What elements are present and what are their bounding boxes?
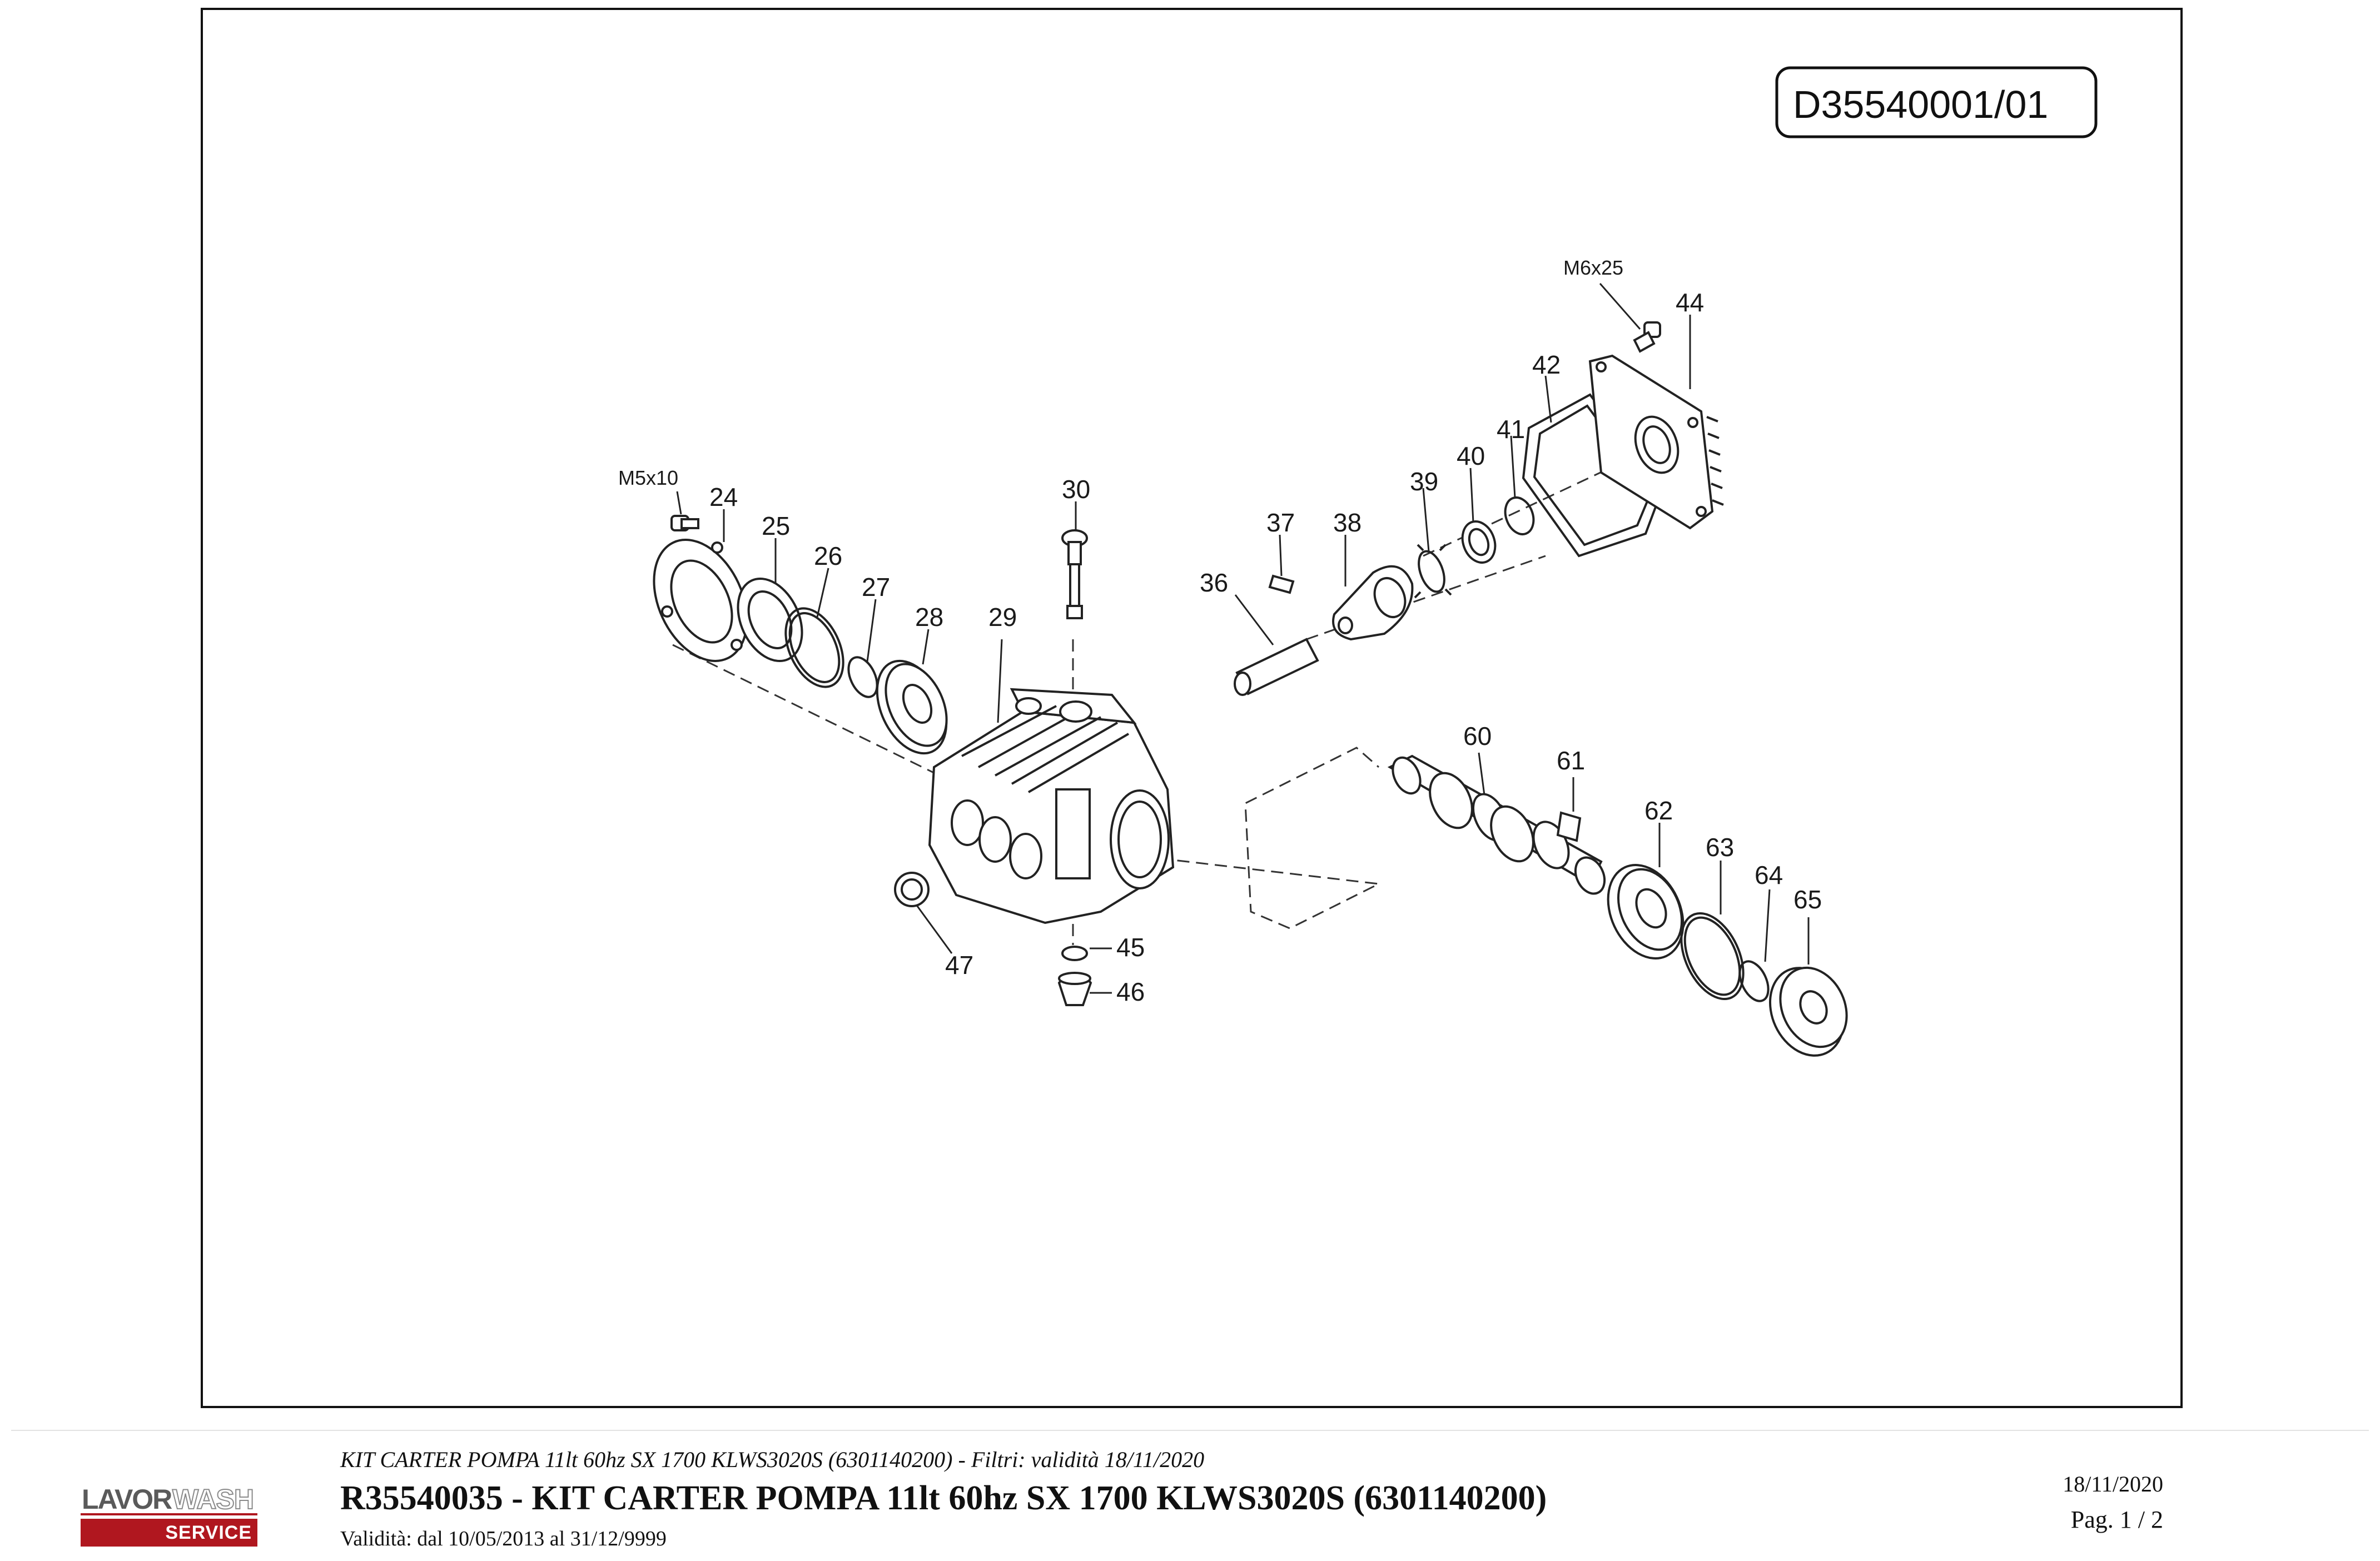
label-part-61: 61 — [1557, 746, 1585, 775]
label-part-64: 64 — [1755, 861, 1783, 889]
label-m6x25: M6x25 — [1563, 256, 1623, 279]
part-61-key — [1556, 811, 1582, 842]
part-62-bearing — [1607, 864, 1685, 960]
label-part-42: 42 — [1532, 350, 1561, 379]
drawing-frame — [201, 8, 2183, 1408]
part-30-dipstick — [1061, 529, 1088, 619]
label-part-46: 46 — [1116, 977, 1145, 1006]
screw-m5x10 — [670, 515, 699, 531]
label-part-62: 62 — [1644, 796, 1673, 825]
part-38-connecting-rod — [1332, 565, 1414, 641]
label-m5x10: M5x10 — [618, 466, 678, 489]
logo-lavor-text: LAVOR — [82, 1484, 172, 1515]
part-27-circlip — [847, 656, 878, 698]
screw-m6x25 — [1633, 321, 1661, 353]
footer-separator — [11, 1430, 2369, 1431]
label-part-24: 24 — [709, 483, 738, 511]
label-part-63: 63 — [1706, 833, 1734, 862]
label-part-65: 65 — [1793, 885, 1822, 914]
label-part-38: 38 — [1333, 508, 1362, 537]
label-part-36: 36 — [1200, 568, 1228, 597]
label-part-25: 25 — [762, 511, 790, 540]
part-39-bushing — [1414, 544, 1452, 599]
part-24-cover — [653, 539, 748, 662]
validity-range: Validità: dal 10/05/2013 al 31/12/9999 — [340, 1527, 667, 1550]
page-number: Pag. 1 / 2 — [2070, 1506, 2163, 1533]
drawing-code-box: D35540001/01 — [1775, 66, 2098, 138]
part-64-ring — [1738, 960, 1770, 1002]
part-45-washer — [1061, 946, 1088, 961]
label-part-60: 60 — [1463, 722, 1492, 750]
logo-service-text: SERVICE — [165, 1522, 252, 1543]
part-41-oring — [1504, 496, 1535, 535]
label-part-39: 39 — [1410, 467, 1438, 496]
part-47-seal — [894, 872, 930, 907]
filter-line: KIT CARTER POMPA 11lt 60hz SX 1700 KLWS3… — [340, 1447, 1205, 1472]
label-part-37: 37 — [1266, 508, 1295, 537]
exploded-parts-diagram: D35540001/01 — [618, 66, 2098, 1057]
label-part-26: 26 — [814, 541, 842, 570]
print-date: 18/11/2020 — [2063, 1471, 2163, 1497]
part-63-circlip — [1680, 912, 1745, 1001]
label-part-40: 40 — [1457, 441, 1485, 470]
part-65-seal — [1768, 966, 1848, 1057]
label-part-47: 47 — [945, 951, 973, 980]
lavorwash-service-logo: LAVOR WASH SERVICE — [81, 1481, 257, 1547]
label-part-29: 29 — [988, 603, 1017, 632]
label-part-28: 28 — [915, 603, 943, 632]
logo-service-bar: SERVICE — [81, 1519, 257, 1547]
page-title: R35540035 - KIT CARTER POMPA 11lt 60hz S… — [340, 1479, 1547, 1517]
label-part-45: 45 — [1116, 933, 1145, 962]
drawing-code: D35540001/01 — [1793, 83, 2048, 126]
part-40-seal — [1461, 520, 1497, 564]
leader-lines — [676, 283, 1810, 994]
logo-wordmark: LAVOR WASH — [81, 1481, 257, 1515]
part-42-gasket — [1522, 393, 1664, 558]
part-44-cover — [1588, 354, 1724, 530]
logo-wash-text: WASH — [172, 1483, 255, 1515]
label-part-27: 27 — [862, 573, 890, 601]
label-part-30: 30 — [1062, 475, 1090, 504]
part-28-bearing — [876, 659, 948, 755]
label-part-41: 41 — [1497, 415, 1525, 444]
part-37-pin — [1268, 574, 1295, 594]
part-29-crankcase — [928, 688, 1175, 924]
part-46-plug — [1057, 972, 1092, 1006]
label-part-44: 44 — [1676, 288, 1704, 317]
part-36-piston-pin — [1234, 638, 1319, 696]
part-26-oring — [784, 607, 844, 688]
